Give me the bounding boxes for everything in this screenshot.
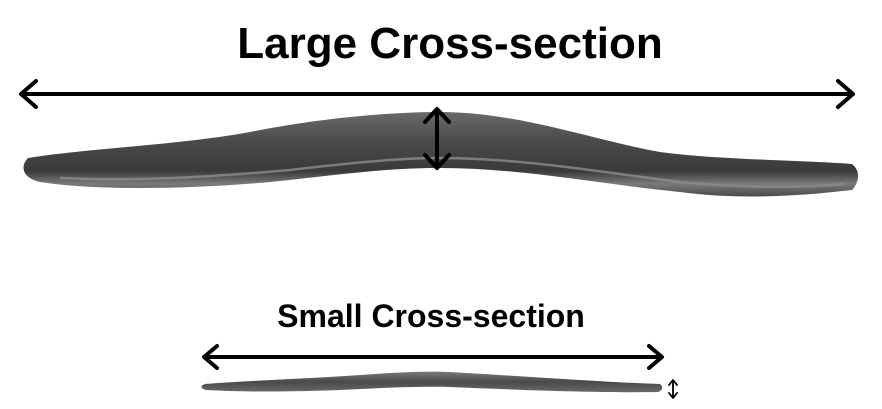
small-thickness-arrow bbox=[668, 379, 678, 399]
large-section-title: Large Cross-section bbox=[237, 19, 662, 68]
small-width-arrow bbox=[202, 344, 664, 370]
large-thickness-arrow bbox=[423, 107, 451, 170]
small-cross-section-shape bbox=[201, 371, 663, 393]
large-cross-section-shape bbox=[23, 112, 859, 197]
large-width-arrow bbox=[19, 79, 855, 109]
small-section-title: Small Cross-section bbox=[277, 298, 585, 334]
large-cross-section-highlight bbox=[59, 156, 846, 189]
